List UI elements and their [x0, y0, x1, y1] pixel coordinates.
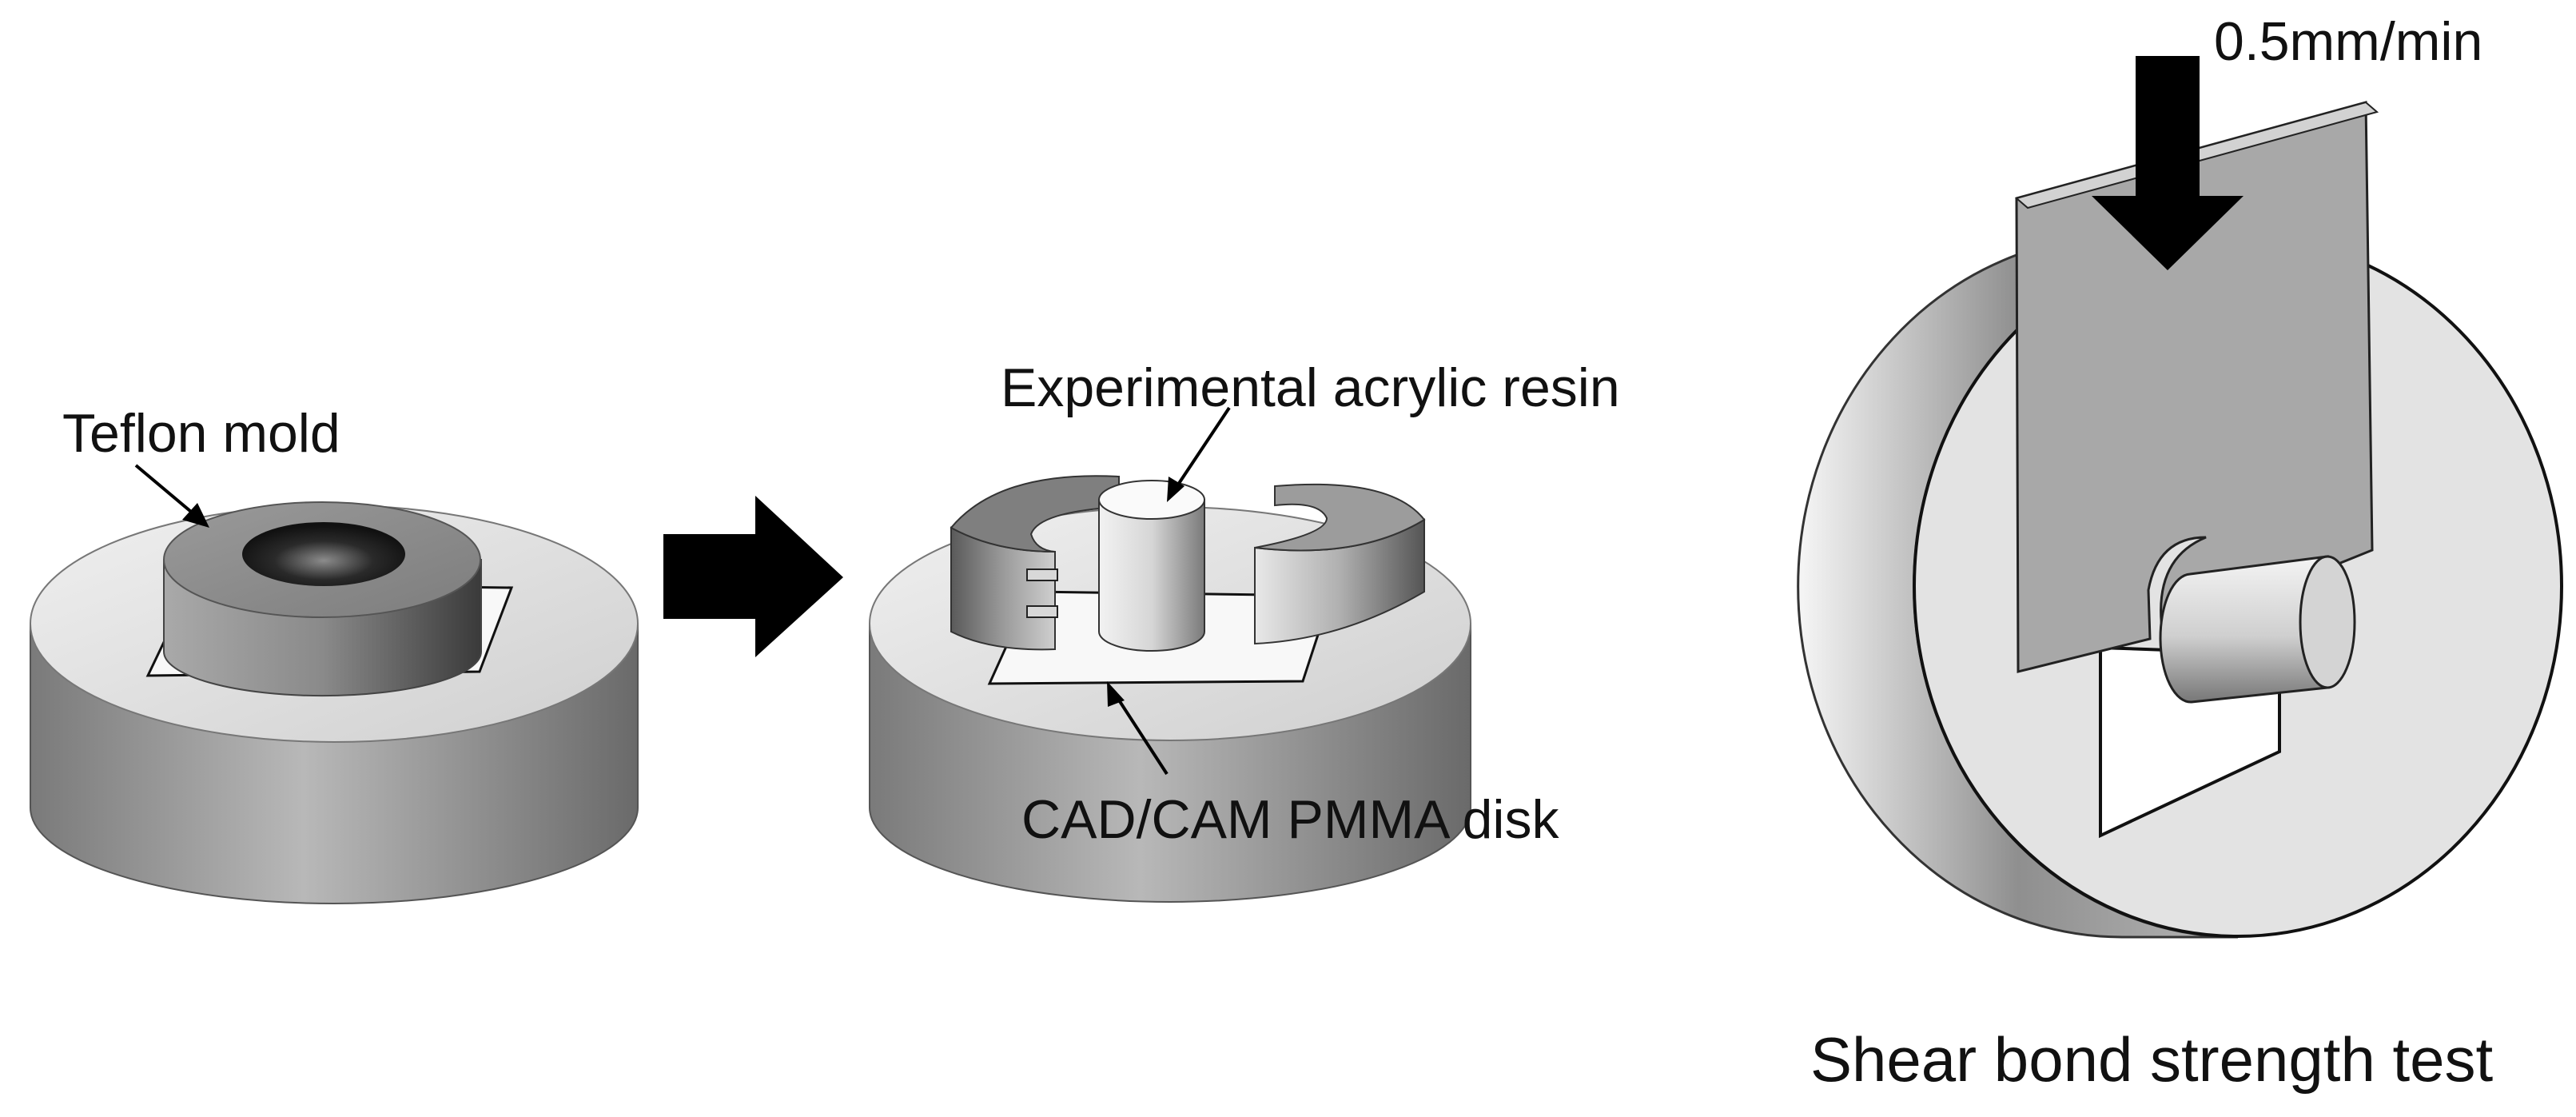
process-arrow	[663, 496, 843, 657]
pmma-disk-label: CAD/CAM PMMA disk	[1021, 789, 1560, 850]
pmma-pointer	[1113, 692, 1169, 776]
specimen-cylinder-end	[2299, 555, 2356, 689]
mold-pin-lower	[1026, 605, 1058, 618]
resin-pointer-head	[1167, 477, 1184, 502]
right-assembly: 0.5mm/min Shear bond strength test	[1797, 11, 2563, 1095]
teflon-mold-label: Teflon mold	[62, 403, 340, 464]
pmma-pointer-head	[1107, 681, 1125, 707]
resin-pointer	[1173, 406, 1231, 491]
experimental-resin-label: Experimental acrylic resin	[1001, 357, 1620, 418]
mold-half-left-top	[950, 475, 1120, 553]
teflon-mold-pointer-head	[182, 503, 209, 528]
load-arrow	[2092, 56, 2244, 270]
resin-cylinder-side	[1098, 499, 1205, 652]
specimen-cylinder-body	[2159, 555, 2329, 704]
crosshead-speed-label: 0.5mm/min	[2214, 11, 2482, 72]
middle-assembly: Experimental acrylic resin CAD/CAM PMMA …	[869, 357, 1620, 903]
left-assembly: Teflon mold	[30, 403, 639, 904]
test-title: Shear bond strength test	[1810, 1024, 2494, 1095]
mold-half-right-top	[1254, 483, 1426, 552]
teflon-mold-hole	[242, 522, 405, 586]
mold-pin-upper	[1026, 568, 1058, 581]
teflon-mold-pointer	[134, 464, 197, 517]
resin-cylinder-top	[1098, 480, 1205, 520]
